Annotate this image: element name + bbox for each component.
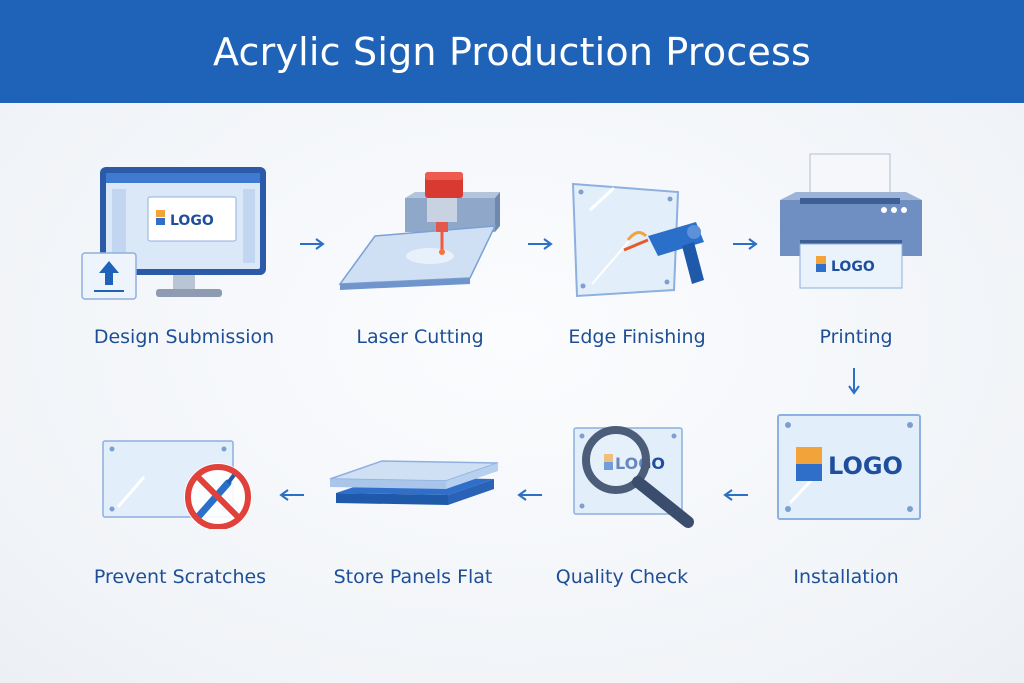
- arrow-store-to-prevent: [279, 489, 304, 501]
- heat-gun-polishing-icon: [570, 180, 710, 298]
- step-label-prevent-scratches: Prevent Scratches: [93, 566, 267, 588]
- mounted-sign-icon: LOGO: [776, 413, 922, 521]
- no-scratch-icon: [100, 437, 258, 531]
- arrow-edge-to-printing: [733, 238, 758, 250]
- arrow-laser-to-edge: [528, 238, 553, 250]
- computer-monitor-upload-icon: LOGO: [78, 165, 273, 305]
- title-banner: Acrylic Sign Production Process: [0, 0, 1024, 103]
- step-label-quality-check: Quality Check: [555, 566, 689, 588]
- step-label-installation: Installation: [793, 566, 899, 588]
- inspected-logo-text: LOGO: [615, 454, 665, 473]
- step-label-design-submission: Design Submission: [93, 326, 275, 348]
- laser-cutter-icon: [335, 168, 505, 293]
- arrow-quality-to-store: [517, 489, 542, 501]
- step-label-edge-finishing: Edge Finishing: [568, 326, 706, 348]
- printed-logo-text: LOGO: [831, 259, 875, 275]
- installed-logo-text: LOGO: [828, 452, 903, 480]
- arrow-printing-to-installation: [848, 368, 860, 395]
- arrow-design-to-laser: [300, 238, 325, 250]
- stacked-panels-icon: [328, 455, 500, 525]
- magnifying-glass-icon: LOGO: [568, 418, 700, 530]
- printer-icon: LOGO: [776, 152, 926, 292]
- arrow-installation-to-quality: [723, 489, 748, 501]
- page-title: Acrylic Sign Production Process: [213, 29, 811, 74]
- logo-text: LOGO: [170, 213, 214, 229]
- step-label-store-panels-flat: Store Panels Flat: [333, 566, 493, 588]
- step-label-laser-cutting: Laser Cutting: [356, 326, 484, 348]
- step-label-printing: Printing: [819, 326, 893, 348]
